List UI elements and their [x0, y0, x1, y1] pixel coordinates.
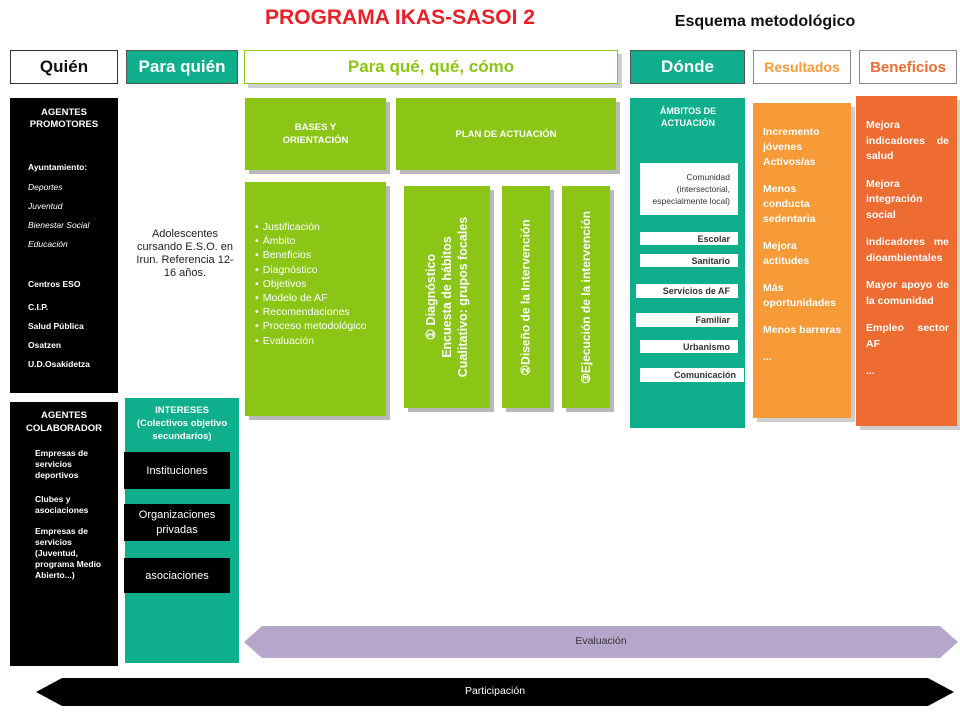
beneficio-item: indicadores medioambientales	[866, 236, 949, 264]
bullet-item: Modelo de AF	[255, 291, 386, 305]
bullet-item: Recomendaciones	[255, 305, 386, 319]
header-donde: Dónde	[630, 50, 745, 84]
promotor-ayuntamiento: Ayuntamiento:	[28, 162, 88, 172]
intereses-title: INTERESES (Colectivos objetivo secundari…	[136, 405, 228, 442]
promotor-educacion: Educación	[28, 239, 68, 249]
diagnostico-line-2: Encuesta de hábitos	[440, 236, 455, 358]
ambito-familiar: Familiar	[636, 313, 738, 327]
beneficio-item: Mejora integración social	[866, 177, 923, 221]
interes-asociaciones: asociaciones	[124, 558, 230, 593]
promotor-ud: U.D.Osakidetza	[28, 359, 90, 369]
diagnostico-column: ① Diagnóstico Encuesta de hábitos Cualit…	[404, 186, 490, 408]
beneficio-item: Empleo sector AF	[866, 322, 949, 350]
bullet-item: Objetivos	[255, 277, 386, 291]
resultado-item: Mejora actitudes	[763, 240, 810, 267]
page-subtitle: Esquema metodológico	[674, 13, 856, 30]
promotor-deportes: Deportes	[28, 182, 63, 192]
resultado-item: Menos barreras	[763, 324, 842, 336]
bullet-item: Diagnóstico	[255, 263, 386, 277]
resultado-item: Menos conducta sedentaria	[763, 183, 816, 225]
beneficio-item: ...	[866, 365, 875, 377]
ambito-sanitario: Sanitario	[640, 254, 738, 267]
ambito-urbanismo: Urbanismo	[640, 340, 738, 353]
participacion-arrow	[36, 678, 954, 706]
colaborador-1: Empresas de servicios deportivos	[35, 448, 88, 480]
evaluacion-arrow	[244, 626, 958, 658]
bases-contents-box: Justificación Ámbito Beneficios Diagnóst…	[245, 182, 386, 416]
promotores-panel: AGENTES PROMOTORES Ayuntamiento: Deporte…	[10, 98, 118, 393]
target-population: Adolescentes cursando E.S.O. en Irun. Re…	[136, 228, 234, 279]
promotor-osatzen: Osatzen	[28, 340, 62, 350]
header-para-quien: Para quién	[126, 50, 238, 84]
resultado-item: Incremento jóvenes Activos/as	[763, 126, 820, 168]
ambitos-title: ÁMBITOS DE ACTUACIÓN	[659, 106, 717, 128]
bullet-item: Beneficios	[255, 248, 386, 262]
promotor-cip: C.I.P.	[28, 302, 49, 312]
bullet-item: Proceso metodológico	[255, 319, 386, 333]
evaluacion-arrow-shape	[244, 626, 958, 658]
promotor-bienestar: Bienestar Social	[28, 220, 90, 230]
interes-instituciones: Instituciones	[124, 452, 230, 489]
promotores-title: AGENTES PROMOTORES	[29, 107, 99, 130]
ambito-escolar: Escolar	[640, 232, 738, 245]
ejecucion-text: ③Ejecución de la intervención	[578, 210, 593, 384]
ambito-comunidad: Comunidad (intersectorial, especialmente…	[640, 163, 738, 215]
participacion-label: Participación	[464, 685, 526, 697]
promotor-salud: Salud Pública	[28, 321, 84, 331]
bullet-item: Ámbito	[255, 234, 386, 248]
bases-orientacion-box: BASES Y ORIENTACIÓN	[245, 98, 386, 170]
header-resultados: Resultados	[753, 50, 851, 84]
participacion-arrow-shape	[36, 678, 954, 706]
colaborador-title: AGENTES COLABORADOR	[26, 410, 102, 434]
ambito-comunicacion: Comunicación	[640, 368, 744, 382]
header-para-que: Para qué, qué, cómo	[244, 50, 618, 84]
diagnostico-text: ① Diagnóstico Encuesta de hábitos Cualit…	[423, 217, 471, 377]
promotor-centros: Centros ESO	[28, 279, 81, 289]
colaborador-3: Empresas de servicios (Juventud, program…	[35, 526, 102, 580]
page-title: PROGRAMA IKAS-SASOI 2	[265, 6, 535, 29]
diagnostico-line-3: Cualitativo: grupos focales	[456, 216, 471, 378]
diseno-text: ②Diseño de la Intervención	[518, 218, 533, 376]
bullet-item: Justificación	[255, 220, 386, 234]
bases-bullet-list: Justificación Ámbito Beneficios Diagnóst…	[255, 220, 386, 348]
resultados-panel: Incremento jóvenes Activos/as Menos cond…	[753, 103, 851, 418]
bullet-item: Evaluación	[255, 334, 386, 348]
ejecucion-column: ③Ejecución de la intervención	[562, 186, 610, 408]
resultado-item: ...	[763, 351, 772, 363]
header-beneficios: Beneficios	[859, 50, 957, 84]
diseno-column: ②Diseño de la Intervención	[502, 186, 550, 408]
colaborador-2: Clubes y asociaciones	[35, 494, 89, 515]
interes-organizaciones: Organizaciones privadas	[124, 504, 230, 541]
diagnostico-line-1: ① Diagnóstico	[424, 253, 439, 341]
beneficios-panel: Mejora indicadores de salud Mejora integ…	[856, 96, 957, 426]
ambito-servicios-af: Servicios de AF	[636, 284, 738, 298]
header-quien: Quién	[10, 50, 118, 84]
beneficio-item: Mayor apoyo de la comunidad	[866, 279, 949, 307]
beneficio-item: Mejora indicadores de salud	[866, 119, 949, 162]
plan-actuacion-box: PLAN DE ACTUACIÓN	[396, 98, 616, 170]
promotor-juventud: Juventud	[28, 201, 63, 211]
evaluacion-label: Evaluación	[575, 635, 627, 647]
resultado-item: Más oportunidades	[763, 282, 836, 309]
colaboradores-panel: AGENTES COLABORADOR Empresas de servicio…	[10, 402, 118, 666]
